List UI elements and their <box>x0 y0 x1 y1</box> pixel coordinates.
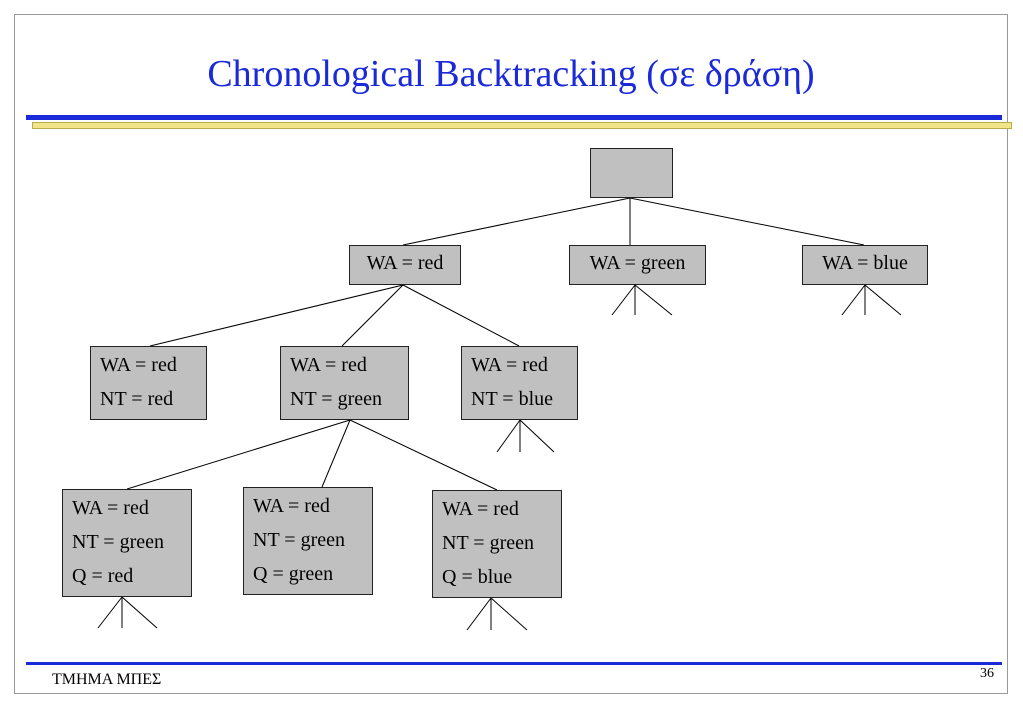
edge-red-nt-red <box>149 284 404 347</box>
slide-title: Chronological Backtracking (σε δράση) <box>207 53 815 95</box>
tree-node-root <box>590 148 673 198</box>
title-rule-blue <box>26 115 1002 120</box>
tree-node-wa-green: WA = green <box>569 245 706 285</box>
tree-node-wa-blue: WA = blue <box>802 245 928 285</box>
edge-root-wa-red <box>402 197 631 246</box>
edge-ntgreen-q-red <box>126 419 351 490</box>
node-line: WA = red <box>100 354 177 376</box>
edge-root-wa-blue <box>629 197 865 246</box>
stub-blue-right <box>864 284 902 316</box>
node-line: Q = red <box>72 565 134 587</box>
node-line: NT = green <box>253 529 345 551</box>
stub-green-left <box>611 284 636 316</box>
page-number: 36 <box>980 666 994 681</box>
slide-frame <box>14 14 1008 694</box>
node-line: WA = red <box>471 354 548 376</box>
edge-red-nt-blue <box>402 284 520 347</box>
tree-node-q-blue: WA = red NT = green Q = blue <box>432 490 562 598</box>
tree-node-wa-red-nt-green: WA = red NT = green <box>280 346 409 420</box>
node-line: WA = blue <box>822 252 908 274</box>
stub-green-right <box>634 284 673 316</box>
node-line: NT = green <box>72 531 164 553</box>
node-line: NT = red <box>100 388 174 410</box>
footer-department: ΤΜΗΜΑ ΜΠΕΣ <box>52 671 162 688</box>
tree-node-wa-red-nt-blue: WA = red NT = blue <box>461 346 578 420</box>
edge-ntgreen-q-blue <box>349 419 498 491</box>
stub-ntblue-right <box>519 419 555 453</box>
edge-ntgreen-q-green <box>321 419 351 488</box>
node-line: WA = red <box>366 252 444 274</box>
node-line: WA = red <box>290 354 367 376</box>
node-line: WA = red <box>72 497 149 519</box>
node-line: NT = blue <box>471 388 554 410</box>
footer-rule <box>26 662 1002 665</box>
edge-red-nt-green <box>341 284 404 347</box>
node-line: Q = blue <box>442 566 513 588</box>
node-line: WA = red <box>253 495 330 517</box>
node-line: NT = green <box>442 532 534 554</box>
node-line: NT = green <box>290 388 382 410</box>
node-line: WA = red <box>442 498 519 520</box>
tree-node-wa-red: WA = red <box>349 245 461 285</box>
tree-node-wa-red-nt-red: WA = red NT = red <box>90 346 207 420</box>
title-rule-yellow <box>32 122 1012 129</box>
tree-node-q-green: WA = red NT = green Q = green <box>243 487 373 595</box>
tree-node-q-red: WA = red NT = green Q = red <box>62 489 192 597</box>
node-line: WA = green <box>589 252 686 274</box>
node-line: Q = green <box>253 563 334 585</box>
stub-qred-left <box>97 596 123 629</box>
stub-blue-left <box>841 284 866 316</box>
stub-qblue-left <box>466 597 492 631</box>
stub-qblue-right <box>490 597 528 631</box>
stub-ntblue-left <box>496 419 521 453</box>
stub-qred-right <box>121 596 158 629</box>
